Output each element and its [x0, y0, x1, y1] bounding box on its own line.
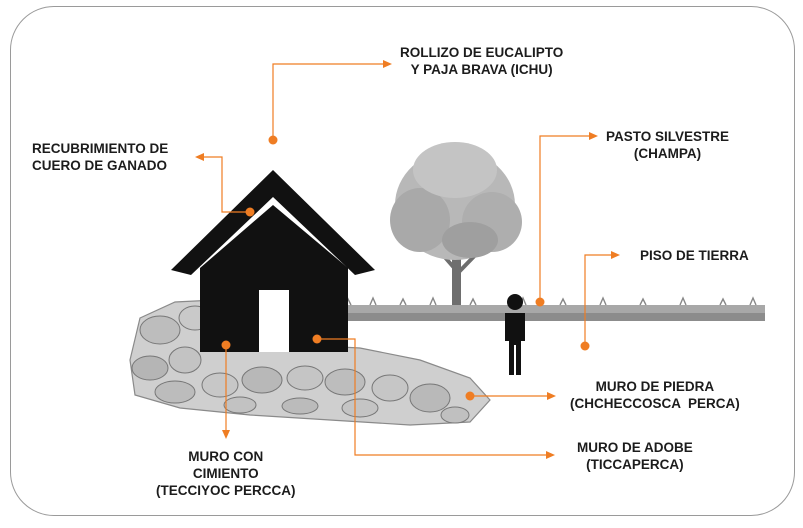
roof-label-line-2: Y PAJA BRAVA (ICHU) [410, 62, 553, 77]
grass-dot [535, 297, 545, 307]
diagram-frame [10, 6, 795, 516]
adobe-wall-label-line-1: MURO DE ADOBE [577, 440, 693, 455]
roof-connector [272, 63, 384, 140]
adobe-wall-connector [317, 338, 547, 456]
roof-label: ROLLIZO DE EUCALIPTO Y PAJA BRAVA (ICHU) [400, 44, 563, 78]
floor-connector [584, 254, 612, 346]
roof-arrowhead [383, 60, 392, 68]
person-silhouette [505, 294, 525, 375]
grass-field [340, 296, 765, 321]
adobe-wall-dot [312, 334, 322, 344]
grass-arrowhead [589, 132, 598, 140]
callout-dots [221, 135, 590, 401]
stone-wall-label: MURO DE PIEDRA (CHCHECCOSCA PERCA) [570, 378, 740, 412]
foundation-dot [221, 340, 231, 350]
adobe-wall-arrowhead [546, 451, 555, 459]
grass-label: PASTO SILVESTRE (CHAMPA) [606, 128, 729, 162]
stone-wall-label-line-1: MURO DE PIEDRA [595, 379, 715, 394]
floor-dot [580, 341, 590, 351]
grass-connector [539, 135, 590, 302]
covering-connector [203, 156, 250, 213]
foundation-arrowhead [222, 430, 230, 439]
floor-label-line-1: PISO DE TIERRA [640, 248, 749, 263]
covering-label: RECUBRIMIENTO DE CUERO DE GANADO [32, 140, 168, 174]
floor-arrowhead [611, 251, 620, 259]
stone-wall-dot [465, 391, 475, 401]
foundation-wall-label-line-1: MURO CON [188, 449, 264, 464]
covering-label-line-1: RECUBRIMIENTO DE [32, 141, 169, 156]
foundation-wall-label-line-3: (TECCIYOC PERCCA) [156, 483, 296, 498]
house-door [259, 290, 289, 352]
covering-arrowhead [195, 153, 204, 161]
roof-label-line-1: ROLLIZO DE EUCALIPTO [400, 45, 564, 60]
adobe-wall-label: MURO DE ADOBE (TICCAPERCA) [577, 439, 693, 473]
callout-connectors [203, 63, 612, 456]
covering-label-line-2: CUERO DE GANADO [32, 158, 168, 173]
roof-dot [268, 135, 278, 145]
stone-wall-label-line-2: (CHCHECCOSCA PERCA) [570, 396, 740, 411]
covering-dot [245, 207, 255, 217]
floor-label: PISO DE TIERRA [640, 247, 749, 264]
foundation-wall-label: MURO CON CIMIENTO (TECCIYOC PERCCA) [156, 448, 296, 499]
foundation-wall-label-line-2: CIMIENTO [192, 466, 259, 481]
callout-arrowheads [195, 60, 620, 459]
stone-wall-arrowhead [547, 392, 556, 400]
house-illustration [171, 170, 375, 352]
tree-illustration [390, 142, 522, 317]
grass-label-line-1: PASTO SILVESTRE [606, 129, 730, 144]
adobe-wall-label-line-2: (TICCAPERCA) [586, 457, 684, 472]
grass-label-line-2: (CHAMPA) [633, 146, 702, 161]
